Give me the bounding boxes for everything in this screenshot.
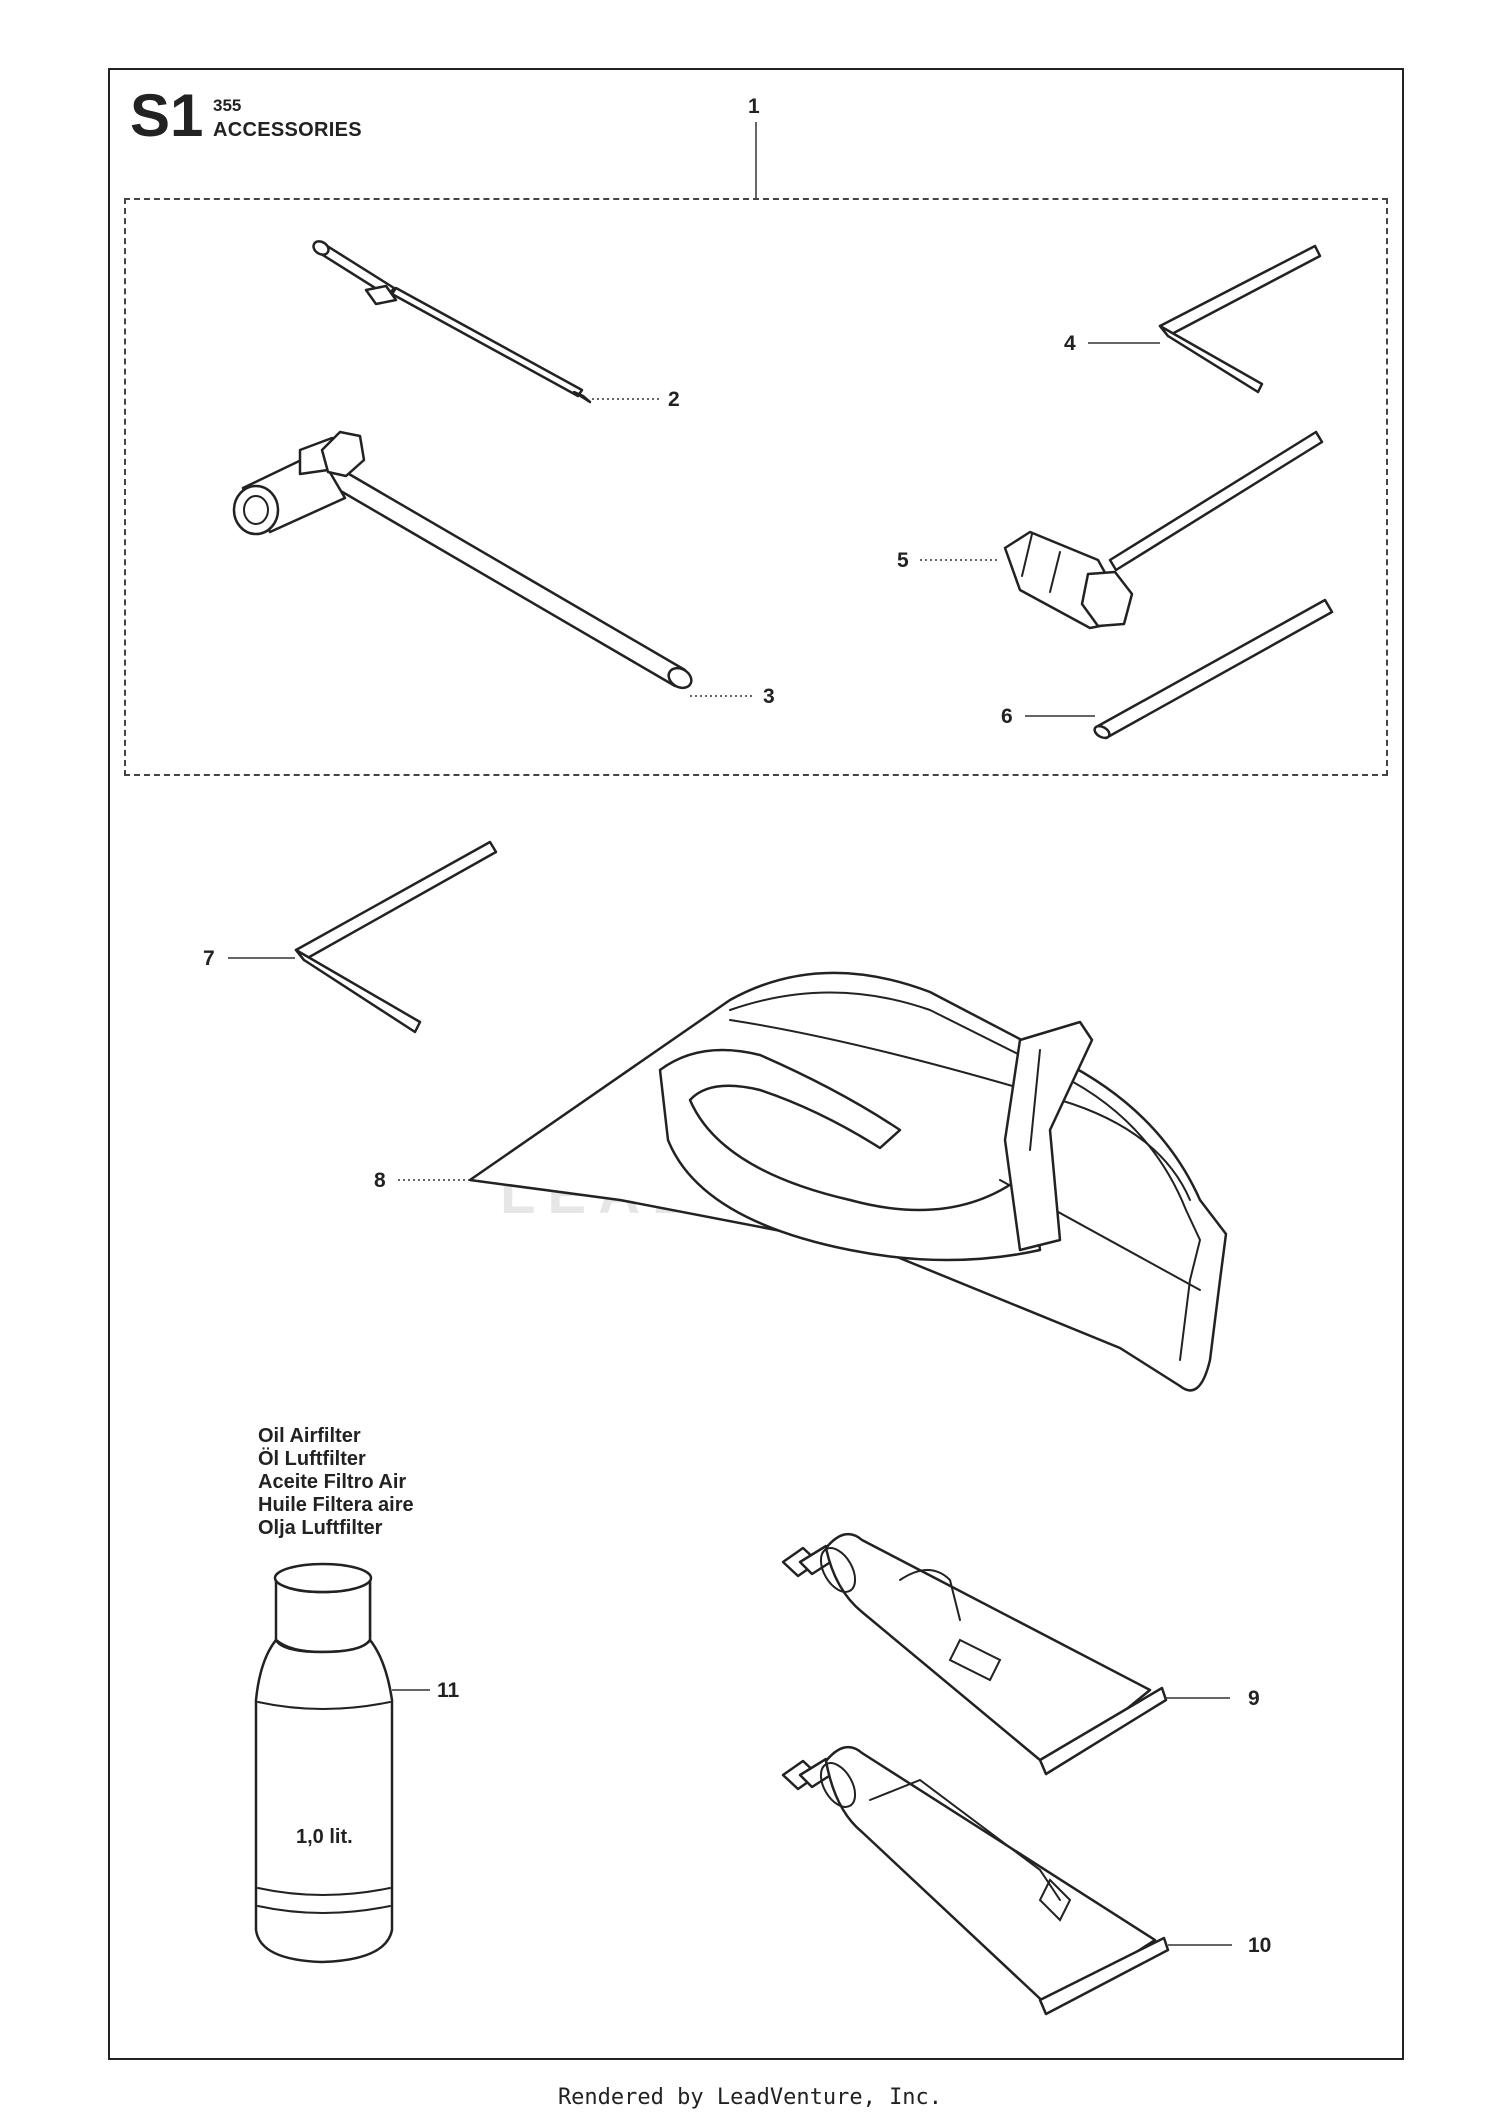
tommy-bar-icon <box>1093 598 1334 740</box>
callout-9: 9 <box>1248 1687 1260 1710</box>
callout-11: 11 <box>437 1679 460 1702</box>
oil-bottle-icon <box>254 1562 394 1964</box>
grease-tube-icon <box>781 1745 1170 2016</box>
callout-6: 6 <box>1001 705 1013 728</box>
model-number: 355 <box>213 96 242 115</box>
oil-label-es: Aceite Filtro Air <box>258 1471 407 1493</box>
screwdriver-icon <box>312 240 592 404</box>
callout-7: 7 <box>203 947 215 970</box>
hex-key-icon <box>294 840 498 1034</box>
callout-3: 3 <box>763 685 775 708</box>
section-code: S1 <box>130 82 204 149</box>
bottle-volume-label: 1,0 lit. <box>296 1826 353 1848</box>
callout-2: 2 <box>668 388 680 411</box>
oil-label-en: Oil Airfilter <box>258 1425 361 1447</box>
footer-credit: Rendered by LeadVenture, Inc. <box>557 2085 943 2110</box>
callout-5: 5 <box>897 549 909 572</box>
callout-10: 10 <box>1248 1934 1272 1957</box>
oil-label-sv: Olja Luftfilter <box>258 1517 383 1539</box>
hex-key-icon <box>1158 244 1322 394</box>
callout-4: 4 <box>1064 332 1076 355</box>
combination-wrench-icon <box>232 430 693 690</box>
callout-8: 8 <box>374 1169 386 1192</box>
kit-group-box <box>124 198 1388 776</box>
harness-bag-icon <box>468 971 1228 1392</box>
oil-label-block: Oil Airfilter Öl Luftfilter Aceite Filtr… <box>258 1425 414 1540</box>
section-title: ACCESSORIES <box>213 119 362 141</box>
oil-label-de: Öl Luftfilter <box>258 1448 366 1470</box>
spark-plug-wrench-icon <box>1003 430 1324 630</box>
grease-tube-icon <box>781 1532 1168 1776</box>
oil-label-fr: Huile Filtera aire <box>258 1494 414 1516</box>
callout-1: 1 <box>748 95 760 118</box>
outer-frame <box>108 68 1404 2060</box>
